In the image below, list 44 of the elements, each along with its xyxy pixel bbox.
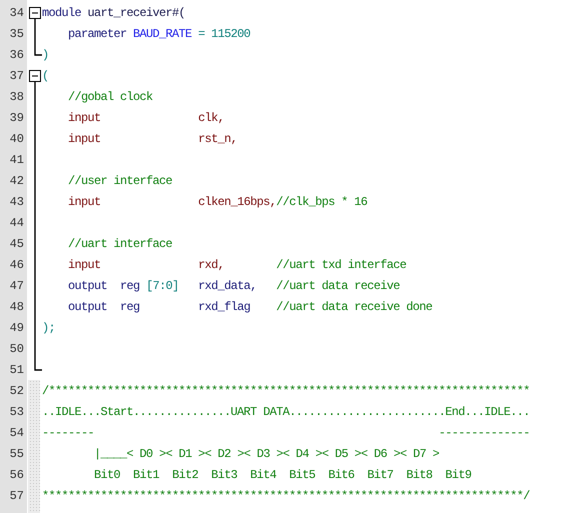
line-number: 41: [8, 152, 24, 168]
code-line: input clken_16bps,//clk_bps * 16: [67, 194, 368, 210]
line-number: 51: [8, 362, 24, 378]
line-number: 37: [8, 68, 24, 84]
line-number: 34: [8, 4, 24, 22]
line-number: 46: [8, 256, 24, 274]
line-number: 50: [8, 340, 24, 358]
code-line: output reg [7:0] rxd_data, //uart data receive: [67, 278, 400, 294]
line-number: 47: [8, 278, 24, 294]
line-number: 43: [8, 194, 24, 210]
code-line: //uart interface: [67, 236, 172, 252]
code-line: parameter BAUD_RATE = 115200: [67, 26, 250, 42]
code-line: ..IDLE...Start...............UART DATA........................End...IDLE...: [42, 404, 530, 420]
line-number: 53: [8, 404, 24, 420]
code-line: //gobal clock: [67, 88, 153, 106]
code-line: |____< D0 >< D1 >< D2 >< D3 >< D4 >< D5 >< D6 >< D7 >: [93, 446, 440, 462]
code-line: module uart_receiver#(: [42, 4, 186, 22]
code-line: /**************************************************************************: [42, 382, 530, 400]
code-line: input clk,: [67, 110, 224, 126]
line-number: 36: [8, 46, 24, 64]
line-number: 52: [8, 382, 24, 400]
line-number: 48: [8, 298, 24, 316]
code-line: -------- --------------: [42, 424, 530, 442]
line-number: 45: [8, 236, 24, 252]
code-line: ): [42, 46, 49, 64]
line-number: 40: [8, 130, 24, 148]
code-line: **************************************************************************/: [42, 488, 530, 504]
line-number: 57: [8, 488, 24, 504]
line-number: 44: [8, 214, 24, 232]
code-line: input rst_n,: [67, 130, 238, 148]
line-number: 54: [8, 424, 24, 442]
code-line: output reg rxd_flag //uart data receive done: [67, 298, 432, 316]
line-number: 42: [8, 172, 24, 190]
line-number: 39: [8, 110, 24, 126]
line-number: 35: [8, 26, 24, 42]
code-line: Bit0 Bit1 Bit2 Bit3 Bit4 Bit5 Bit6 Bit7 Bit8 Bit9: [93, 466, 472, 484]
line-number: 38: [8, 88, 24, 106]
code-line: );: [42, 320, 56, 336]
line-number: 49: [8, 320, 24, 336]
code-line: //user interface: [67, 172, 172, 190]
line-number: 56: [8, 466, 24, 484]
code-line: input rxd, //uart txd interface: [67, 256, 406, 274]
line-number: 55: [8, 446, 24, 462]
code-line: (: [42, 68, 49, 84]
